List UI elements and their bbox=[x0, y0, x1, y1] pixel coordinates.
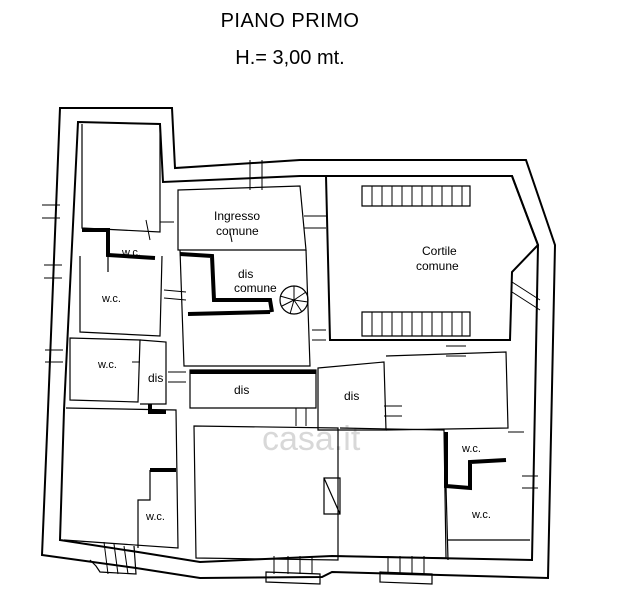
left-wing bbox=[42, 124, 187, 575]
wc-label-3: w.c. bbox=[97, 359, 117, 371]
wc-label-5: w.c. bbox=[461, 443, 481, 455]
dis-label-1: dis bbox=[148, 371, 163, 385]
outer-walls bbox=[40, 107, 557, 580]
dis-comune-label-line2: comune bbox=[234, 281, 277, 295]
cortile-label-line2: comune bbox=[416, 259, 459, 273]
courtyard-stair-top bbox=[361, 185, 471, 207]
wc-label-6: w.c. bbox=[471, 509, 491, 521]
courtyard bbox=[324, 175, 541, 357]
dis-comune-label-line1: dis bbox=[238, 267, 253, 281]
watermark-text: casa.it bbox=[262, 420, 361, 458]
ingresso-label-line1: Ingresso bbox=[214, 209, 260, 223]
cortile-label-line1: Cortile bbox=[422, 244, 457, 258]
central-block bbox=[177, 160, 326, 409]
dis-label-3: dis bbox=[344, 389, 359, 403]
plan-title: PIANO PRIMO bbox=[220, 10, 360, 32]
ceiling-height-label: H.= 3,00 mt. bbox=[235, 47, 345, 69]
courtyard-stair-bottom bbox=[361, 311, 471, 337]
wc-label-4: w.c. bbox=[145, 511, 165, 523]
ingresso-label-line2: comune bbox=[216, 224, 259, 238]
room-labels: Ingresso comune Cortile comune dis comun… bbox=[97, 209, 491, 523]
wc-label-2: w.c. bbox=[101, 293, 121, 305]
spiral-staircase bbox=[279, 285, 309, 315]
wc-label-1: w.c. bbox=[121, 247, 141, 259]
dis-label-2: dis bbox=[234, 383, 249, 397]
lower-right-block bbox=[193, 351, 538, 585]
